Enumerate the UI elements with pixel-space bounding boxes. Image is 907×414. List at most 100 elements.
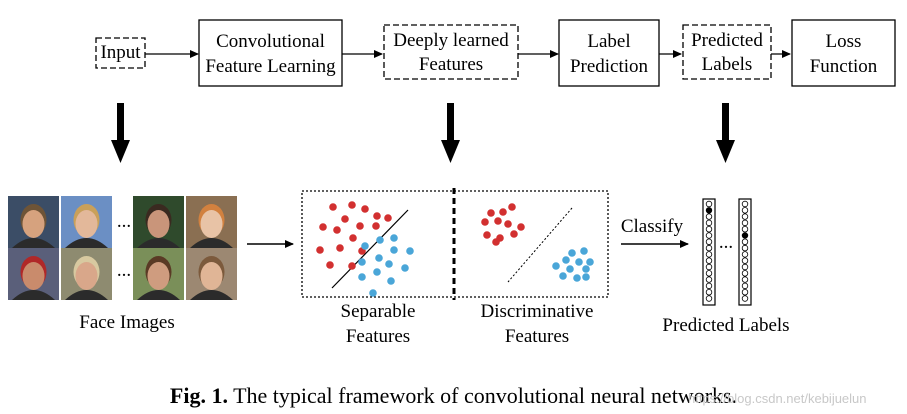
separable-red-point (329, 203, 337, 211)
pipeline-label-feature-learning-2: Feature Learning (205, 56, 336, 77)
figure-caption: Fig. 1. The typical framework of convolu… (0, 383, 907, 409)
down-arrow-labels (716, 103, 735, 163)
face-photo-3 (133, 196, 184, 248)
discriminative-blue-point (562, 256, 570, 264)
pipeline-label-feature-learning-1: Convolutional (216, 31, 325, 52)
pipeline-row: Input Convolutional Feature Learning Dee… (95, 19, 896, 87)
discriminative-blue-point (552, 262, 560, 270)
label-cell (705, 244, 713, 252)
label-cell (705, 276, 713, 283)
separable-red-point (356, 222, 364, 230)
discriminative-blue-point (580, 247, 588, 255)
face-photo-4 (186, 196, 237, 248)
separable-red-point (316, 246, 324, 254)
label-cell (741, 295, 749, 302)
label-cell (741, 213, 749, 220)
separable-label-1: Separable (341, 301, 416, 322)
discriminative-red-point (494, 217, 502, 225)
discriminative-boundary (507, 207, 573, 283)
pipeline-box-input: Input (95, 37, 146, 69)
face-photo-1 (8, 196, 59, 248)
pipeline-label-deep-features-2: Features (419, 54, 483, 75)
discriminative-blue-point (582, 265, 590, 273)
figure-caption-text: The typical framework of convolutional n… (233, 383, 738, 408)
separable-label-2: Features (346, 326, 410, 347)
label-cell (705, 200, 713, 208)
label-cell-active (705, 207, 713, 214)
label-cell (705, 257, 713, 264)
classify-section: Classify ... Predicted Labels (621, 198, 790, 336)
label-cell (741, 244, 749, 252)
separable-blue-point (358, 258, 366, 266)
separable-blue-point (385, 260, 393, 268)
separable-red-point (384, 214, 392, 222)
discriminative-blue-point (559, 272, 567, 280)
label-cell (741, 276, 749, 283)
label-cell (741, 219, 749, 227)
separable-boundary (331, 209, 409, 289)
separable-blue-point (369, 289, 377, 297)
separable-blue-point (373, 268, 381, 276)
separable-blue-point (401, 264, 409, 272)
label-cell (741, 282, 749, 290)
predicted-labels-output-label: Predicted Labels (662, 315, 789, 336)
face-images-label: Face Images (79, 312, 174, 333)
discriminative-blue-point (586, 258, 594, 266)
down-arrow-images (111, 103, 130, 163)
face-photo-6 (61, 248, 112, 300)
pipeline-box-feature-learning: Convolutional Feature Learning (198, 19, 343, 87)
separable-red-point (372, 222, 380, 230)
separable-blue-point (375, 254, 383, 262)
label-cell (705, 282, 713, 290)
face-ellipsis-top: ... (117, 211, 131, 232)
pipeline-label-label-prediction-1: Label (587, 31, 630, 52)
discriminative-red-point (481, 218, 489, 226)
pipeline-label-deep-features-1: Deeply learned (393, 30, 509, 51)
label-cell (741, 289, 749, 296)
separable-red-point (361, 205, 369, 213)
separable-red-point (373, 212, 381, 220)
separable-red-point (341, 215, 349, 223)
pipeline-box-deep-features: Deeply learned Features (383, 24, 519, 80)
label-cell (705, 289, 713, 296)
label-cell (741, 263, 749, 271)
pipeline-label-loss-function-2: Function (810, 56, 878, 77)
discriminative-red-point (492, 238, 500, 246)
classify-label: Classify (621, 216, 684, 237)
label-cell (705, 213, 713, 220)
discriminative-label-2: Features (505, 326, 569, 347)
label-cell (741, 270, 749, 277)
separable-red-point (348, 201, 356, 209)
pipeline-box-label-prediction: Label Prediction (558, 19, 660, 87)
discriminative-blue-point (575, 258, 583, 266)
separable-red-point (319, 223, 327, 231)
discriminative-red-point (508, 203, 516, 211)
separable-red-point (333, 226, 341, 234)
label-cell (741, 257, 749, 264)
down-arrows (111, 103, 735, 163)
separable-blue-point (390, 246, 398, 254)
discriminative-red-point (510, 230, 518, 238)
separable-red-point (336, 244, 344, 252)
label-cell (741, 251, 749, 258)
label-cell (705, 219, 713, 227)
label-cell (741, 200, 749, 208)
separable-blue-point (361, 242, 369, 250)
separable-red-point (349, 234, 357, 242)
label-cell (741, 207, 749, 214)
pipeline-label-input: Input (100, 42, 141, 63)
pipeline-label-predicted-labels-1: Predicted (691, 30, 763, 51)
discriminative-red-point (504, 220, 512, 228)
separable-blue-point (406, 247, 414, 255)
face-photo-7 (133, 248, 184, 300)
face-images-grid: ... ... Face Images (8, 196, 237, 333)
discriminative-blue-point (582, 273, 590, 281)
face-photo-2 (61, 196, 112, 248)
label-cell-active (741, 232, 749, 239)
pipeline-box-loss-function: Loss Function (791, 19, 896, 87)
feature-panel: Separable Features Discriminative Featur… (301, 188, 609, 347)
discriminative-label-1: Discriminative (481, 301, 594, 322)
discriminative-red-point (487, 209, 495, 217)
face-photo-5 (8, 248, 59, 300)
separable-blue-point (387, 277, 395, 285)
